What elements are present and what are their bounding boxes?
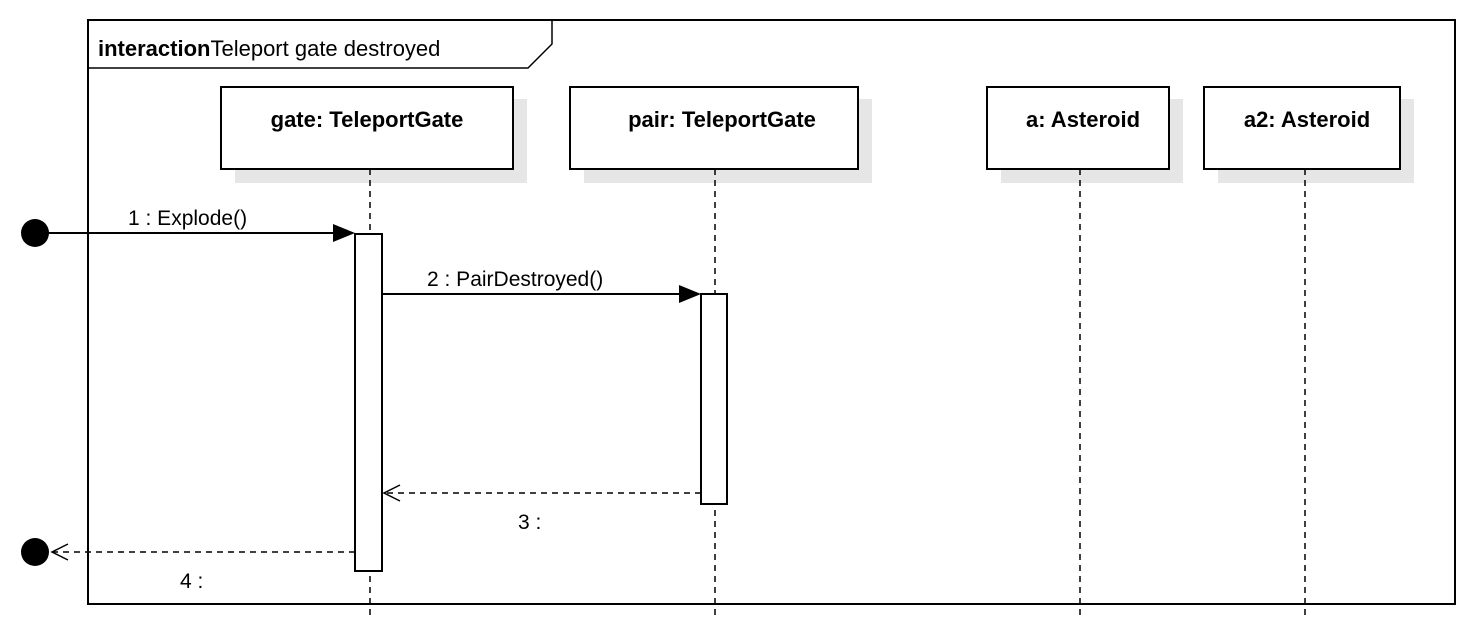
activation-bar-gate [354, 233, 383, 572]
message-3-arrowhead [382, 484, 401, 502]
message-4-label: 4 : [180, 570, 203, 593]
message-2-label: 2 : PairDestroyed() [427, 268, 603, 291]
lifeline-head-a [986, 86, 1170, 170]
lifeline-label-gate: gate: TeleportGate [271, 107, 464, 132]
lifeline-label-a2: a2: Asteroid [1244, 107, 1370, 132]
lifeline-head-gate [220, 86, 514, 170]
frame-title: interactionTeleport gate destroyed [98, 36, 440, 61]
lost-message-end-dot [21, 538, 49, 566]
message-1-label: 1 : Explode() [128, 207, 247, 230]
lifeline-label-a: a: Asteroid [1026, 107, 1140, 132]
lifeline-head-a2 [1203, 86, 1401, 170]
frame-name: Teleport gate destroyed [210, 36, 440, 61]
message-3-label: 3 : [518, 511, 541, 534]
message-1-arrowhead [333, 224, 355, 242]
activation-bar-pair [700, 293, 728, 505]
interaction-frame [87, 19, 1456, 605]
lifeline-head-pair [569, 86, 859, 170]
frame-keyword: interaction [98, 36, 210, 61]
frame-name-tab [88, 20, 553, 69]
lifeline-label-pair: pair: TeleportGate [628, 107, 816, 132]
message-4-arrowhead [50, 543, 69, 561]
message-2-arrowhead [679, 285, 701, 303]
